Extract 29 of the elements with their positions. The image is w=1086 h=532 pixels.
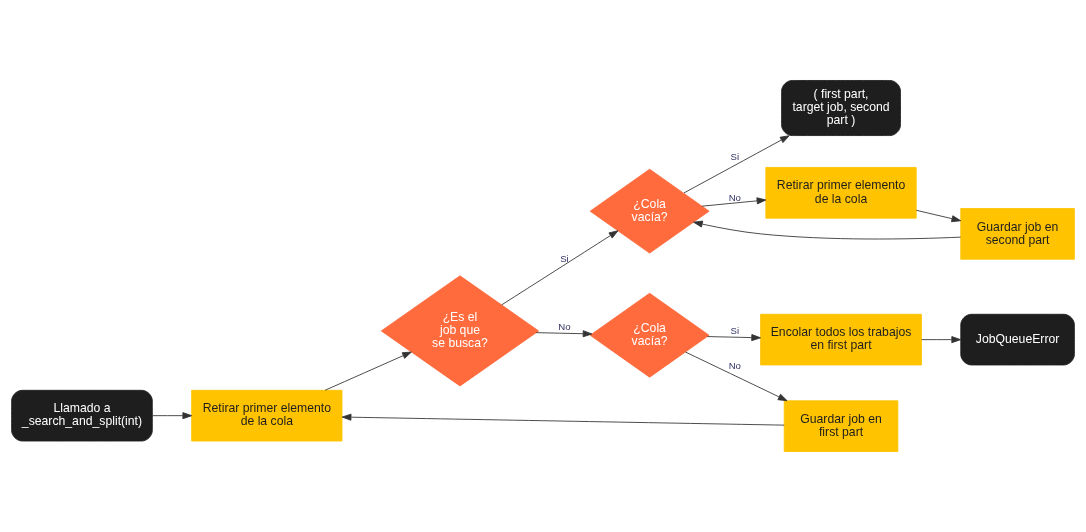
edge-label: Si: [730, 151, 740, 163]
arrow: [341, 413, 785, 426]
arrow: [706, 334, 761, 342]
arrow: [535, 330, 593, 338]
arrow: [701, 197, 767, 207]
node-box: Llamado a _search_and_split(int): [11, 389, 153, 442]
node-diamond: ¿Cola vacía?: [589, 292, 710, 378]
node-box: Guardar job en second part: [960, 208, 1075, 260]
arrow: [693, 220, 961, 240]
edge-label: Si: [560, 252, 569, 264]
arrow: [921, 336, 961, 344]
node-box: ( first part, target job, second part ): [781, 80, 901, 136]
node-box: Retirar primer elemento de la cola: [765, 167, 917, 219]
node-box: JobQueueError: [960, 313, 1075, 366]
arrow: [685, 351, 788, 402]
node-box: Guardar job en first part: [783, 400, 899, 452]
arrow: [151, 412, 193, 420]
arrow: [683, 135, 790, 194]
node-diamond: ¿Cola vacía?: [589, 168, 710, 254]
arrow: [324, 351, 412, 391]
edge-label: No: [728, 191, 741, 203]
node-box: Retirar primer elemento de la cola: [191, 389, 343, 442]
edge-label: No: [558, 320, 571, 332]
edge-label: No: [728, 360, 741, 372]
node-diamond: ¿Es el job que se busca?: [380, 275, 540, 387]
arrow: [915, 209, 962, 223]
node-box: Encolar todos los trabajos en first part: [760, 313, 922, 366]
arrow: [501, 230, 619, 306]
edge-label: Si: [730, 325, 740, 337]
